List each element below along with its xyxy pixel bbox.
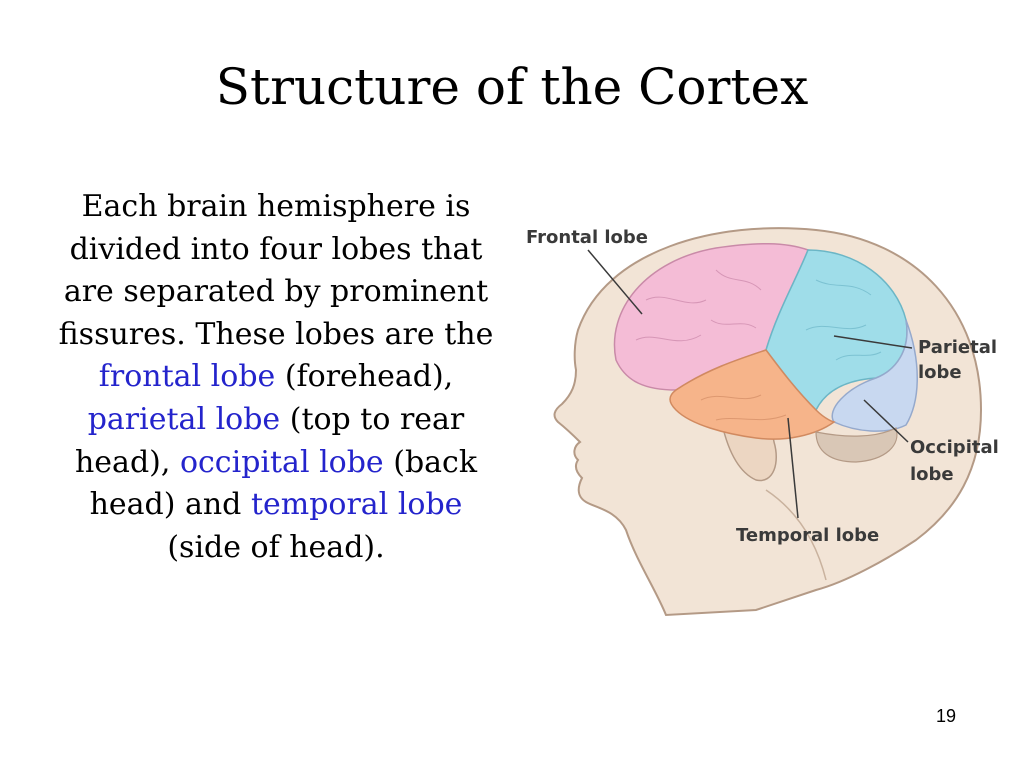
leader-lines <box>587 249 913 519</box>
slide-body-text: Each brain hemisphere is divided into fo… <box>52 186 500 569</box>
leader-frontal <box>587 249 643 315</box>
desc-frontal-lobe: (forehead), <box>284 359 454 395</box>
temporal-gyri <box>700 394 787 421</box>
desc-temporal-lobe: (side of head). <box>167 529 385 565</box>
desc-occipital-lobe: (back head) and <box>89 444 478 523</box>
parietal-gyri <box>805 279 882 361</box>
occipital-lobe-region <box>831 319 918 432</box>
temporal-lobe-region <box>669 349 836 440</box>
cerebellum-region <box>815 427 898 463</box>
term-temporal-lobe: temporal lobe <box>250 487 463 523</box>
brain-lobes-illustration: Frontal lobe Parietal lobe Occipital lob… <box>516 210 1010 620</box>
parietal-lobe-region <box>765 249 908 412</box>
label-frontal-lobe: Frontal lobe <box>526 227 648 248</box>
slide-title: Structure of the Cortex <box>215 58 809 116</box>
term-parietal-lobe: parietal lobe <box>87 401 281 437</box>
term-frontal-lobe: frontal lobe <box>98 359 276 395</box>
frontal-gyri <box>635 269 762 342</box>
term-occipital-lobe: occipital lobe <box>179 444 384 480</box>
body-intro: Each brain hemisphere is divided into fo… <box>58 189 494 352</box>
desc-parietal-lobe: (top to rear head), <box>74 401 465 480</box>
leader-parietal <box>833 335 913 349</box>
label-occipital-line1: Occipital <box>910 437 999 458</box>
label-parietal-line1: Parietal <box>918 337 997 358</box>
leader-occipital <box>863 399 909 443</box>
head-brain-svg: Frontal lobe Parietal lobe Occipital lob… <box>526 227 999 617</box>
label-occipital-line2: lobe <box>910 464 954 485</box>
label-temporal-lobe: Temporal lobe <box>736 525 879 546</box>
neck-line <box>765 489 827 581</box>
page-number: 19 <box>935 706 956 726</box>
leader-temporal <box>787 417 799 519</box>
label-parietal-line2: lobe <box>918 362 962 383</box>
